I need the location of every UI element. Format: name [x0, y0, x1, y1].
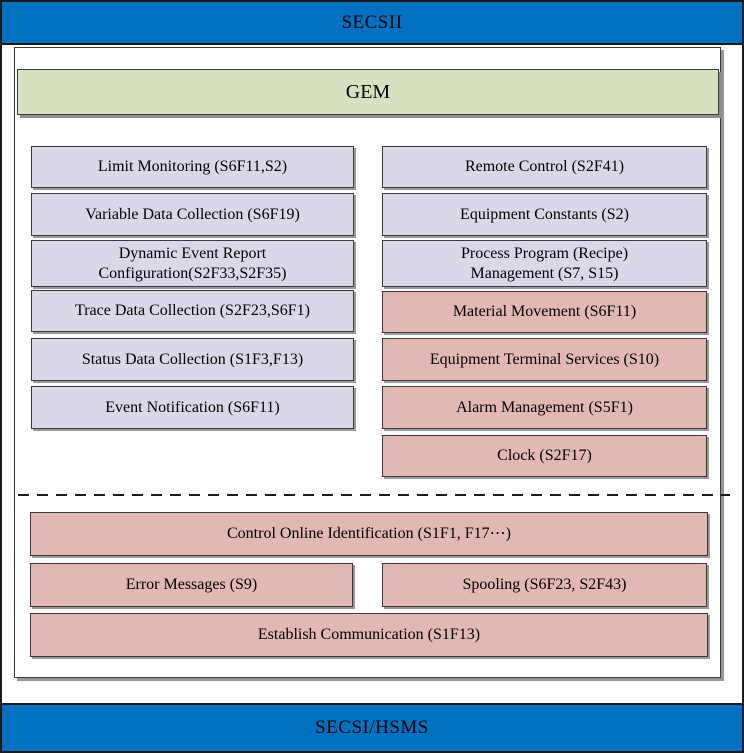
gem-header-box: GEM [17, 69, 719, 115]
module-control-online-identification: Control Online Identification (S1F1, F17… [30, 512, 708, 556]
module-process-program-management: Process Program (Recipe) Management (S7,… [382, 240, 707, 287]
module-event-notification: Event Notification (S6F11) [31, 386, 354, 429]
module-variable-data-collection: Variable Data Collection (S6F19) [31, 193, 354, 236]
gem-fundamental-separator-line [18, 494, 730, 496]
module-trace-data-collection: Trace Data Collection (S2F23,S6F1) [31, 290, 354, 332]
module-error-messages: Error Messages (S9) [30, 563, 353, 607]
secsii-layer-bar: SECSII [2, 2, 742, 45]
module-status-data-collection: Status Data Collection (S1F3,F13) [31, 338, 354, 381]
module-material-movement: Material Movement (S6F11) [382, 291, 707, 333]
gem-header-label: GEM [345, 80, 391, 103]
secsii-layer-label: SECSII [341, 11, 403, 33]
module-equipment-terminal-services: Equipment Terminal Services (S10) [382, 338, 707, 381]
module-clock: Clock (S2F17) [382, 435, 707, 477]
module-dynamic-event-report-configuration: Dynamic Event Report Configuration(S2F33… [31, 240, 354, 287]
module-remote-control: Remote Control (S2F41) [382, 146, 707, 188]
secsi-hsms-layer-label: SECSI/HSMS [315, 717, 429, 738]
module-establish-communication: Establish Communication (S1F13) [30, 613, 708, 657]
secsi-hsms-layer-bar: SECSI/HSMS [2, 703, 742, 751]
gem-container-box: GEM Limit Monitoring (S6F11,S2) Variable… [14, 47, 721, 678]
module-limit-monitoring: Limit Monitoring (S6F11,S2) [31, 146, 354, 188]
module-equipment-constants: Equipment Constants (S2) [382, 193, 707, 236]
module-spooling: Spooling (S6F23, S2F43) [382, 563, 707, 607]
module-alarm-management: Alarm Management (S5F1) [382, 386, 707, 429]
